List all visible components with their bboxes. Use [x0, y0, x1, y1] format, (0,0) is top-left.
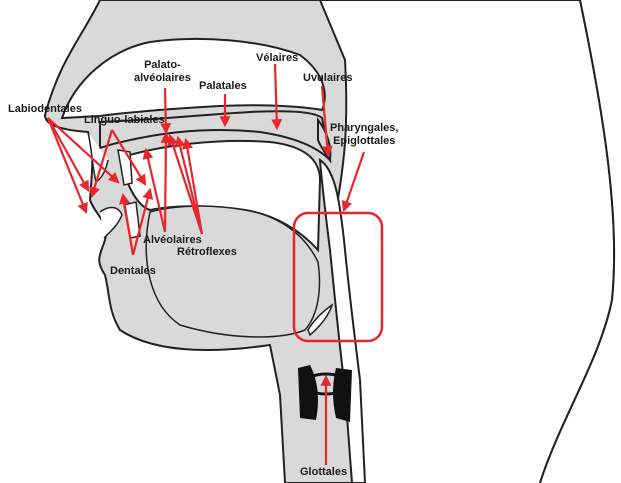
arrow-palato-alveolaires [165, 88, 166, 132]
arrow-alveolaires-2 [165, 134, 166, 232]
label-uvulaires: Uvulaires [303, 72, 353, 85]
label-velaires: Vélaires [256, 52, 298, 65]
arrow-pharyngales [344, 152, 364, 210]
neck-back [540, 0, 621, 483]
label-pharyngales: Pharyngales, Epiglottales [330, 122, 398, 148]
label-pharyngales-line2: Epiglottales [330, 135, 398, 148]
label-linguo-labiales: Linguo-labiales [84, 114, 165, 127]
label-dentales: Dentales [110, 265, 156, 278]
label-glottales: Glottales [300, 466, 347, 479]
label-palato-alveolaires: Palato- alvéolaires [134, 59, 191, 85]
label-palatales: Palatales [199, 80, 247, 93]
label-palato-line1: Palato- [134, 59, 191, 72]
label-pharyngales-line1: Pharyngales, [330, 122, 398, 135]
label-labiodentales: Labiodentales [8, 103, 82, 116]
label-palato-line2: alvéolaires [134, 72, 191, 85]
label-retroflexes: Rétroflexes [177, 246, 237, 259]
